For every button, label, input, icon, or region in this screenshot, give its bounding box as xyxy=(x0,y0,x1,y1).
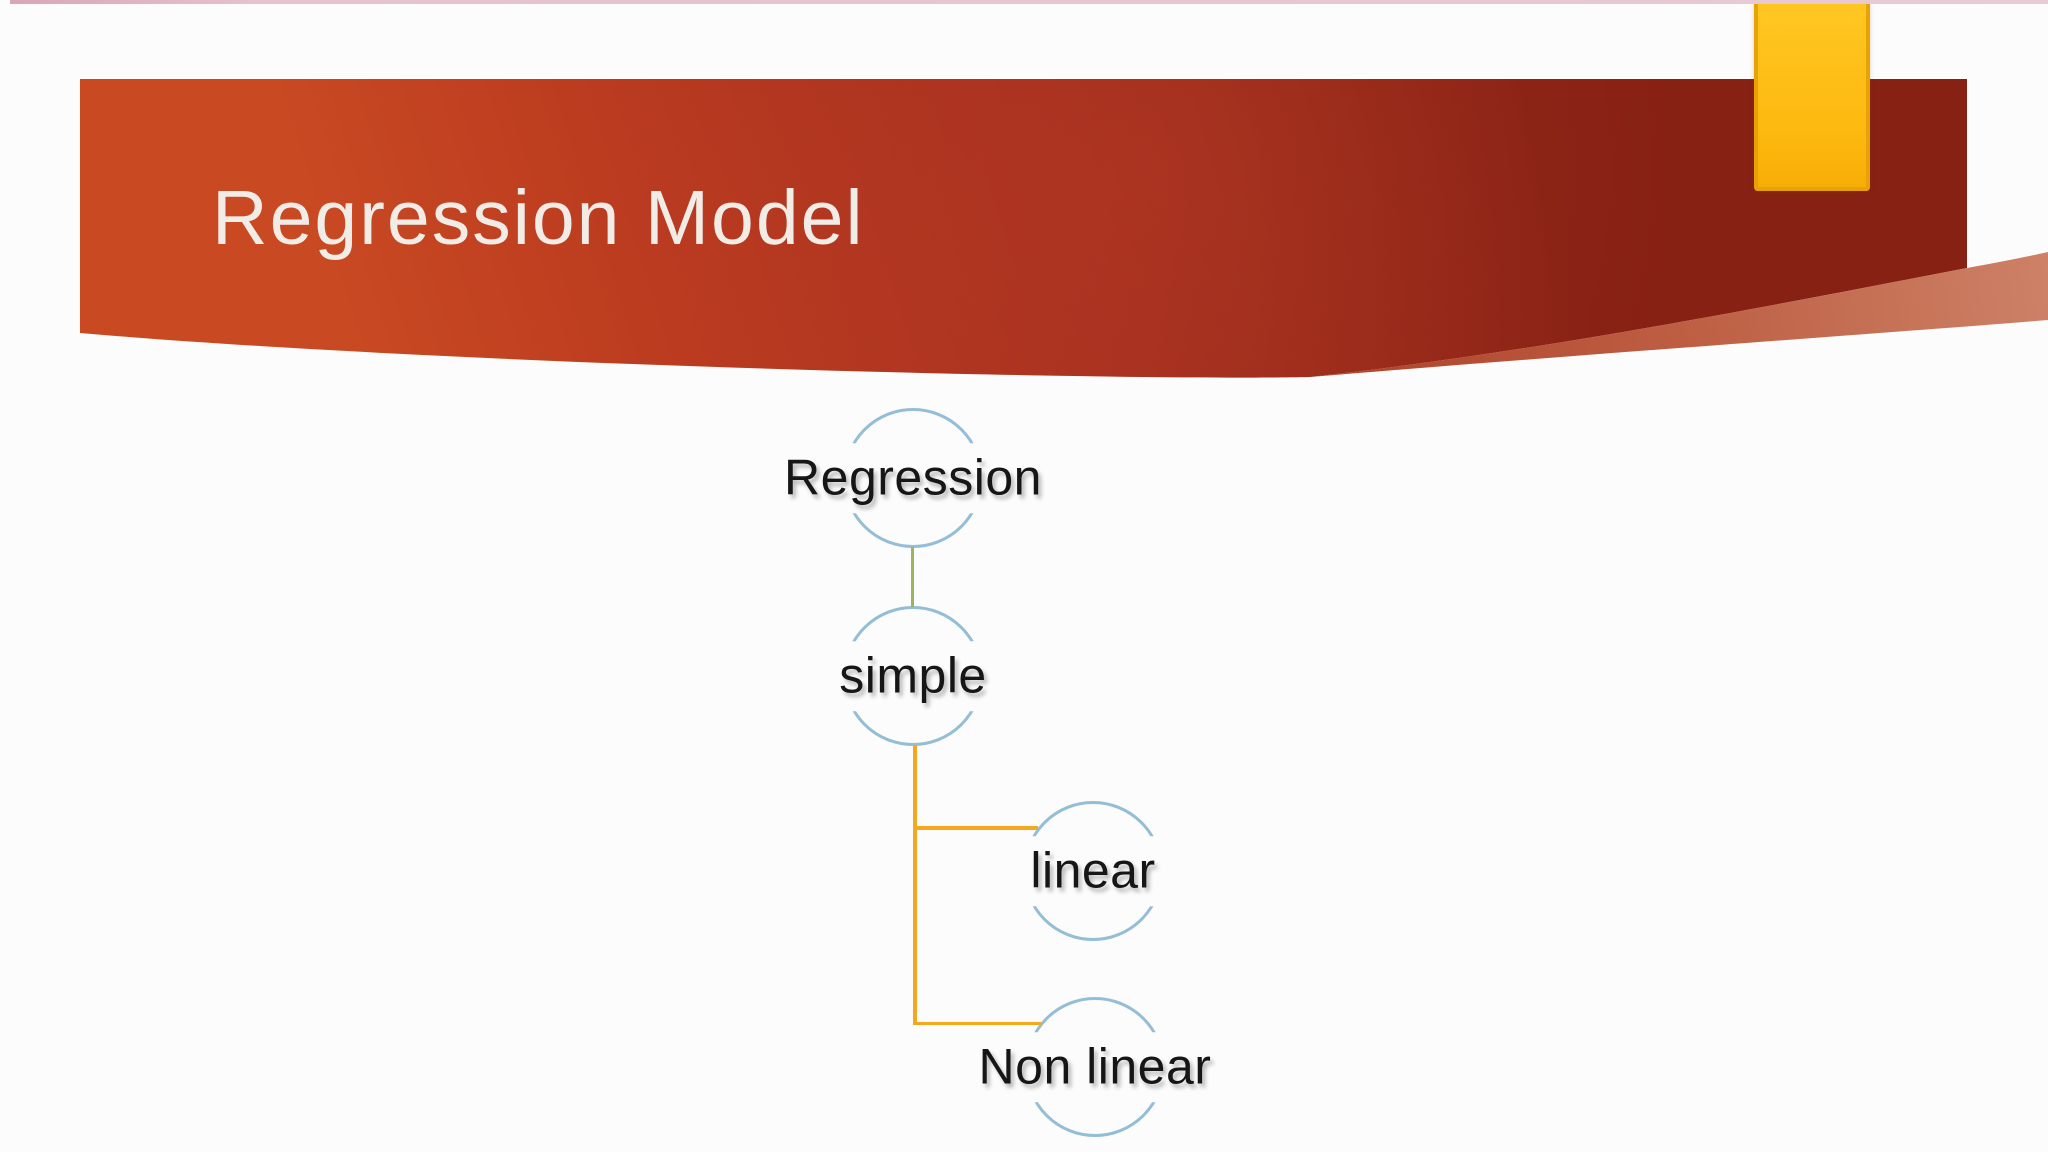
connector-branch-to-nonlinear xyxy=(914,1021,1041,1025)
node-label-regression: Regression xyxy=(768,443,1058,513)
node-label-linear: linear xyxy=(1014,836,1172,906)
top-accent-line xyxy=(10,0,2048,4)
node-label-nonlinear: Non linear xyxy=(962,1032,1228,1102)
banner-swoosh-shape xyxy=(1310,252,2048,377)
node-label-simple: simple xyxy=(823,641,1003,711)
connector-simple-trunk xyxy=(913,745,917,1025)
slide-title: Regression Model xyxy=(212,175,865,261)
accent-tab xyxy=(1754,2,1870,191)
connector-regression-to-simple xyxy=(911,547,914,607)
connector-branch-to-linear xyxy=(914,826,1038,830)
banner-sheen-overlay xyxy=(80,79,1967,378)
